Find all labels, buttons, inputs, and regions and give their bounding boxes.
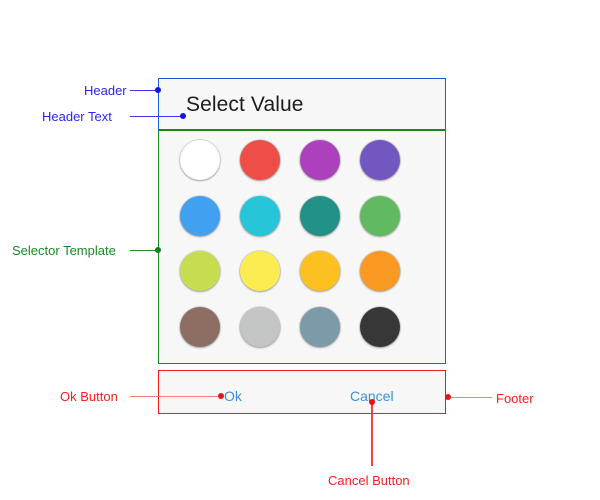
annotation-label-selector-template: Selector Template xyxy=(12,243,116,258)
annotation-leader-footer xyxy=(450,396,492,399)
color-swatch-teal[interactable] xyxy=(300,195,340,236)
swatch-cell[interactable] xyxy=(230,251,290,291)
dialog-header xyxy=(158,78,446,130)
annotation-leader-header xyxy=(130,89,158,92)
swatch-row xyxy=(170,306,434,363)
swatch-cell[interactable] xyxy=(170,306,230,347)
color-swatch-yellow[interactable] xyxy=(240,251,280,291)
color-swatch-green[interactable] xyxy=(360,195,400,236)
annotation-dot-footer xyxy=(445,394,451,400)
annotation-leader-selector-template xyxy=(130,249,158,252)
color-swatch-cyan[interactable] xyxy=(240,195,280,236)
cancel-button[interactable]: Cancel xyxy=(350,388,394,404)
annotation-dot-selector-template xyxy=(155,247,161,253)
annotation-label-footer: Footer xyxy=(496,391,534,406)
color-swatch-amber[interactable] xyxy=(300,251,340,291)
color-swatch-grid xyxy=(170,140,434,362)
color-swatch-blue[interactable] xyxy=(180,195,220,236)
annotation-dot-ok-button xyxy=(218,393,224,399)
color-swatch-magenta[interactable] xyxy=(300,140,340,180)
annotation-dot-header xyxy=(155,87,161,93)
swatch-row xyxy=(170,195,434,252)
color-swatch-near-black[interactable] xyxy=(360,306,400,347)
swatch-cell[interactable] xyxy=(170,140,230,180)
swatch-cell[interactable] xyxy=(230,195,290,236)
color-swatch-blue-grey[interactable] xyxy=(300,306,340,347)
annotation-label-ok-button: Ok Button xyxy=(60,389,118,404)
annotation-dot-cancel-button xyxy=(368,399,375,405)
swatch-cell[interactable] xyxy=(170,251,230,291)
dialog-footer xyxy=(158,370,446,414)
annotation-leader-ok-button xyxy=(130,395,221,398)
annotation-dot-header-text xyxy=(180,113,186,119)
swatch-row xyxy=(170,251,434,307)
swatch-cell[interactable] xyxy=(290,251,350,291)
swatch-cell[interactable] xyxy=(350,251,410,291)
swatch-cell[interactable] xyxy=(350,306,410,347)
color-swatch-red[interactable] xyxy=(240,140,280,180)
swatch-row xyxy=(170,140,434,196)
swatch-cell[interactable] xyxy=(350,140,410,180)
ok-button[interactable]: Ok xyxy=(224,388,242,404)
swatch-cell[interactable] xyxy=(290,306,350,347)
color-swatch-lime[interactable] xyxy=(180,251,220,291)
swatch-cell[interactable] xyxy=(290,140,350,180)
annotation-label-cancel-button: Cancel Button xyxy=(328,473,410,488)
swatch-cell[interactable] xyxy=(350,195,410,236)
swatch-cell[interactable] xyxy=(230,140,290,180)
annotation-leader-cancel-button xyxy=(371,402,373,466)
color-swatch-grey[interactable] xyxy=(240,306,280,347)
header-title-text: Select Value xyxy=(186,93,304,116)
annotation-leader-header-text xyxy=(130,115,182,118)
color-swatch-orange[interactable] xyxy=(360,251,400,291)
color-swatch-deep-purple[interactable] xyxy=(360,140,400,180)
color-swatch-white[interactable] xyxy=(180,140,220,180)
annotation-label-header: Header xyxy=(84,83,127,98)
swatch-cell[interactable] xyxy=(170,195,230,236)
color-swatch-brown[interactable] xyxy=(180,306,220,347)
swatch-cell[interactable] xyxy=(290,195,350,236)
annotation-label-header-text: Header Text xyxy=(42,109,112,124)
swatch-cell[interactable] xyxy=(230,306,290,347)
